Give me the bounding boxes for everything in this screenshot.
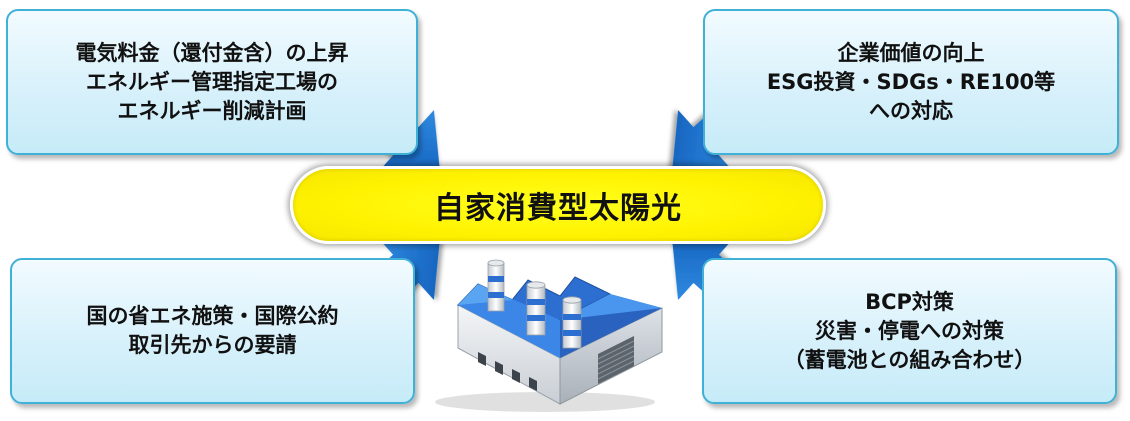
center-label: 自家消費型太陽光 (434, 191, 682, 226)
box-text-line: 企業価値の向上 (837, 40, 985, 65)
box-text-line: への対応 (869, 98, 953, 123)
chimney-3 (562, 296, 582, 349)
chimney-1 (487, 259, 505, 312)
box-text-line: （蓄電池との組み合わせ） (783, 347, 1036, 372)
chimney-2 (526, 281, 546, 336)
box-text-line: 取引先からの要請 (128, 333, 297, 357)
box-text-line: 電気料金（還付金含）の上昇 (75, 40, 349, 65)
center-label-pill: 自家消費型太陽光 (290, 166, 826, 244)
reason-box-national-policy: 国の省エネ施策・国際公約 取引先からの要請 (10, 258, 415, 404)
box-text-line: BCP対策 (865, 289, 954, 314)
box-text-line: 災害・停電への対策 (815, 318, 1004, 343)
box-text-line: ESG投資・SDGs・RE100等 (766, 69, 1056, 94)
box-text-line: 国の省エネ施策・国際公約 (86, 304, 339, 328)
box-text-line: エネルギー管理指定工場の (86, 69, 338, 94)
reason-box-bcp: BCP対策 災害・停電への対策 （蓄電池との組み合わせ） (702, 258, 1117, 404)
box-text-line: エネルギー削減計画 (117, 98, 307, 123)
reason-box-electricity-cost: 電気料金（還付金含）の上昇 エネルギー管理指定工場の エネルギー削減計画 (6, 9, 418, 155)
reason-box-corporate-value: 企業価値の向上 ESG投資・SDGs・RE100等 への対応 (703, 9, 1119, 155)
